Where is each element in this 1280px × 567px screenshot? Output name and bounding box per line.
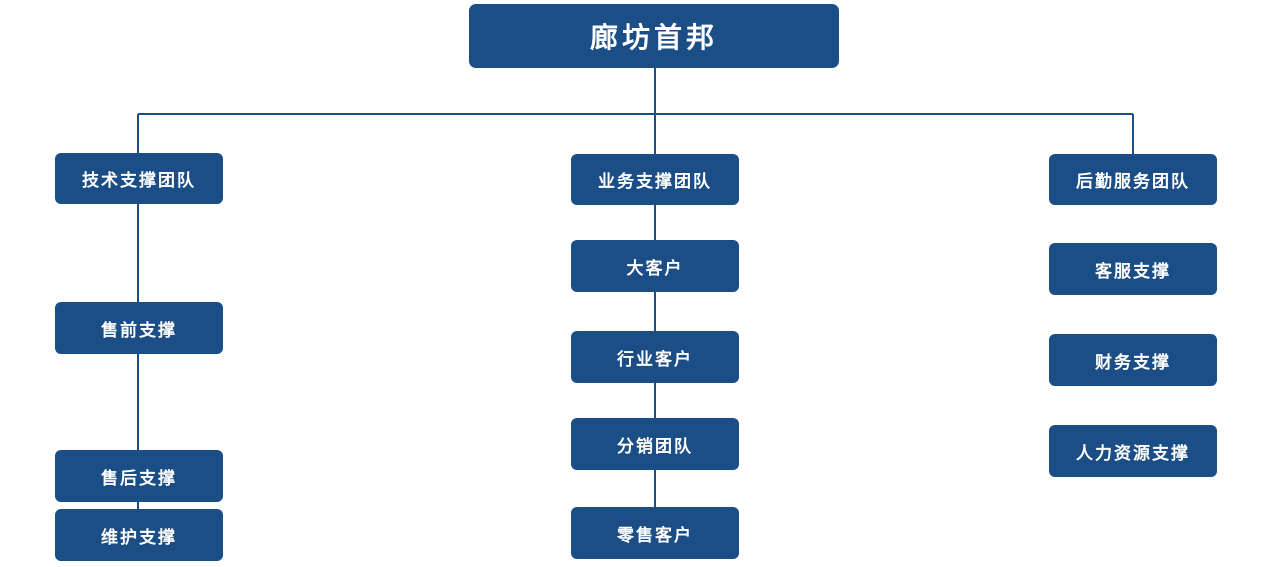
child-label: 维护支撑: [101, 527, 177, 548]
child-label: 零售客户: [617, 525, 693, 546]
branch-node-logistics-service: 后勤服务团队: [1049, 154, 1217, 205]
child-node-key-accounts: 大客户: [571, 240, 739, 292]
branch-node-business-support: 业务支撑团队: [571, 154, 739, 205]
child-node-hr-support: 人力资源支撑: [1049, 425, 1217, 477]
child-label: 客服支撑: [1095, 261, 1171, 282]
child-label: 行业客户: [617, 349, 693, 370]
child-label: 财务支撑: [1095, 352, 1171, 373]
branch-node-tech-support: 技术支撑团队: [55, 153, 223, 204]
child-node-maintenance: 维护支撑: [55, 509, 223, 561]
child-node-retail-clients: 零售客户: [571, 507, 739, 559]
root-label: 廊坊首邦: [589, 21, 718, 54]
branch-label: 技术支撑团队: [82, 171, 196, 191]
child-node-industry-clients: 行业客户: [571, 331, 739, 383]
child-node-presales: 售前支撑: [55, 302, 223, 354]
branch-label: 业务支撑团队: [598, 172, 712, 192]
child-label: 人力资源支撑: [1076, 443, 1190, 464]
child-label: 售前支撑: [101, 320, 177, 341]
child-label: 大客户: [626, 258, 684, 279]
child-label: 分销团队: [617, 436, 693, 457]
child-node-distribution-team: 分销团队: [571, 418, 739, 470]
child-node-aftersales: 售后支撑: [55, 450, 223, 502]
child-label: 售后支撑: [101, 468, 177, 489]
child-node-finance-support: 财务支撑: [1049, 334, 1217, 386]
branch-label: 后勤服务团队: [1076, 172, 1190, 192]
root-node: 廊坊首邦: [469, 4, 839, 68]
child-node-customer-service: 客服支撑: [1049, 243, 1217, 295]
